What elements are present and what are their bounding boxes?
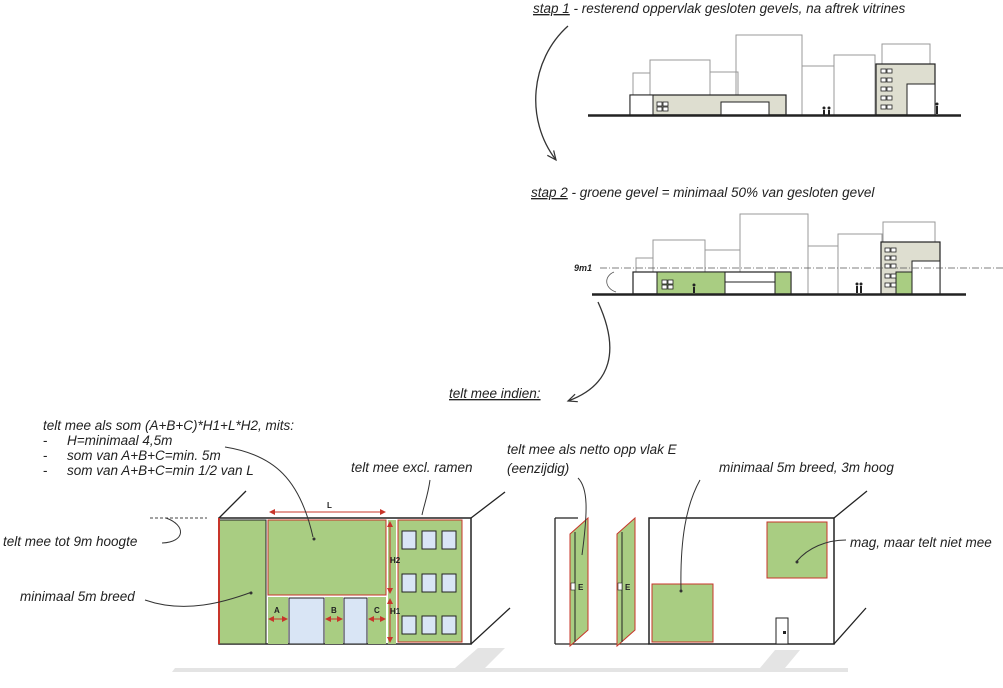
step2-title: stap 2 - groene gevel = minimaal 50% van… [531, 185, 875, 200]
dim-L: L [327, 501, 332, 510]
svg-text:stap 1 - resterend oppervlak g: stap 1 - resterend oppervlak gesloten ge… [533, 1, 905, 16]
netto-line2: (eenzijdig) [507, 461, 569, 476]
right-building: E E [554, 477, 868, 648]
dim-E-2: E [625, 583, 631, 592]
up-to-9m-label: telt mee tot 9m hoogte [3, 534, 137, 549]
left-heading: telt mee als som (A+B+C)*H1+L*H2, mits: [43, 418, 294, 433]
height-9m-label: 9m1 [574, 263, 592, 273]
dim-E-1: E [578, 583, 584, 592]
step2-streetscape: 9m1 [574, 213, 1003, 296]
step2-text: - groene gevel = minimaal 50% van geslot… [568, 185, 876, 200]
netto-text: telt mee als netto opp vlak E (eenzijdig… [507, 442, 678, 476]
step1-text: - resterend oppervlak gesloten gevels, n… [570, 1, 906, 16]
dim-A: A [274, 606, 280, 615]
min-5m-wide-label: minimaal 5m breed [20, 589, 135, 604]
left-bullet-1-dash: - [43, 433, 48, 448]
left-building: L H2 H1 A B C [144, 446, 511, 645]
step1-title: stap 1 - resterend oppervlak gesloten ge… [533, 1, 905, 16]
dim-H1: H1 [390, 607, 401, 616]
step2-prefix: stap 2 [531, 185, 568, 200]
step2-arrow [566, 301, 611, 403]
left-bullet-2-dash: - [43, 448, 48, 463]
step1-streetscape [588, 34, 961, 117]
mag-label: mag, maar telt niet mee [850, 535, 992, 550]
people-icon [822, 102, 939, 115]
step1-arrow [535, 25, 569, 162]
step1-prefix: stap 1 [533, 1, 570, 16]
svg-text:stap 2 - groene gevel = minima: stap 2 - groene gevel = minimaal 50% van… [531, 185, 875, 200]
left-bullet-1: H=minimaal 4,5m [67, 433, 172, 448]
min-5x3-label: minimaal 5m breed, 3m hoog [719, 460, 894, 475]
dim-C: C [374, 606, 380, 615]
netto-line1: telt mee als netto opp vlak E [507, 442, 678, 457]
left-condition-text: telt mee als som (A+B+C)*H1+L*H2, mits: … [43, 418, 294, 478]
left-bullet-3-dash: - [43, 463, 48, 478]
counts-if-label: telt mee indien: [449, 386, 541, 401]
dim-H2: H2 [390, 556, 401, 565]
people-icon [692, 282, 863, 293]
excl-windows-label: telt mee excl. ramen [351, 460, 473, 475]
ground-shadow [172, 648, 848, 672]
left-bullet-3: som van A+B+C=min 1/2 van L [67, 463, 254, 478]
dim-B: B [331, 606, 337, 615]
left-bullet-2: som van A+B+C=min. 5m [67, 448, 221, 463]
